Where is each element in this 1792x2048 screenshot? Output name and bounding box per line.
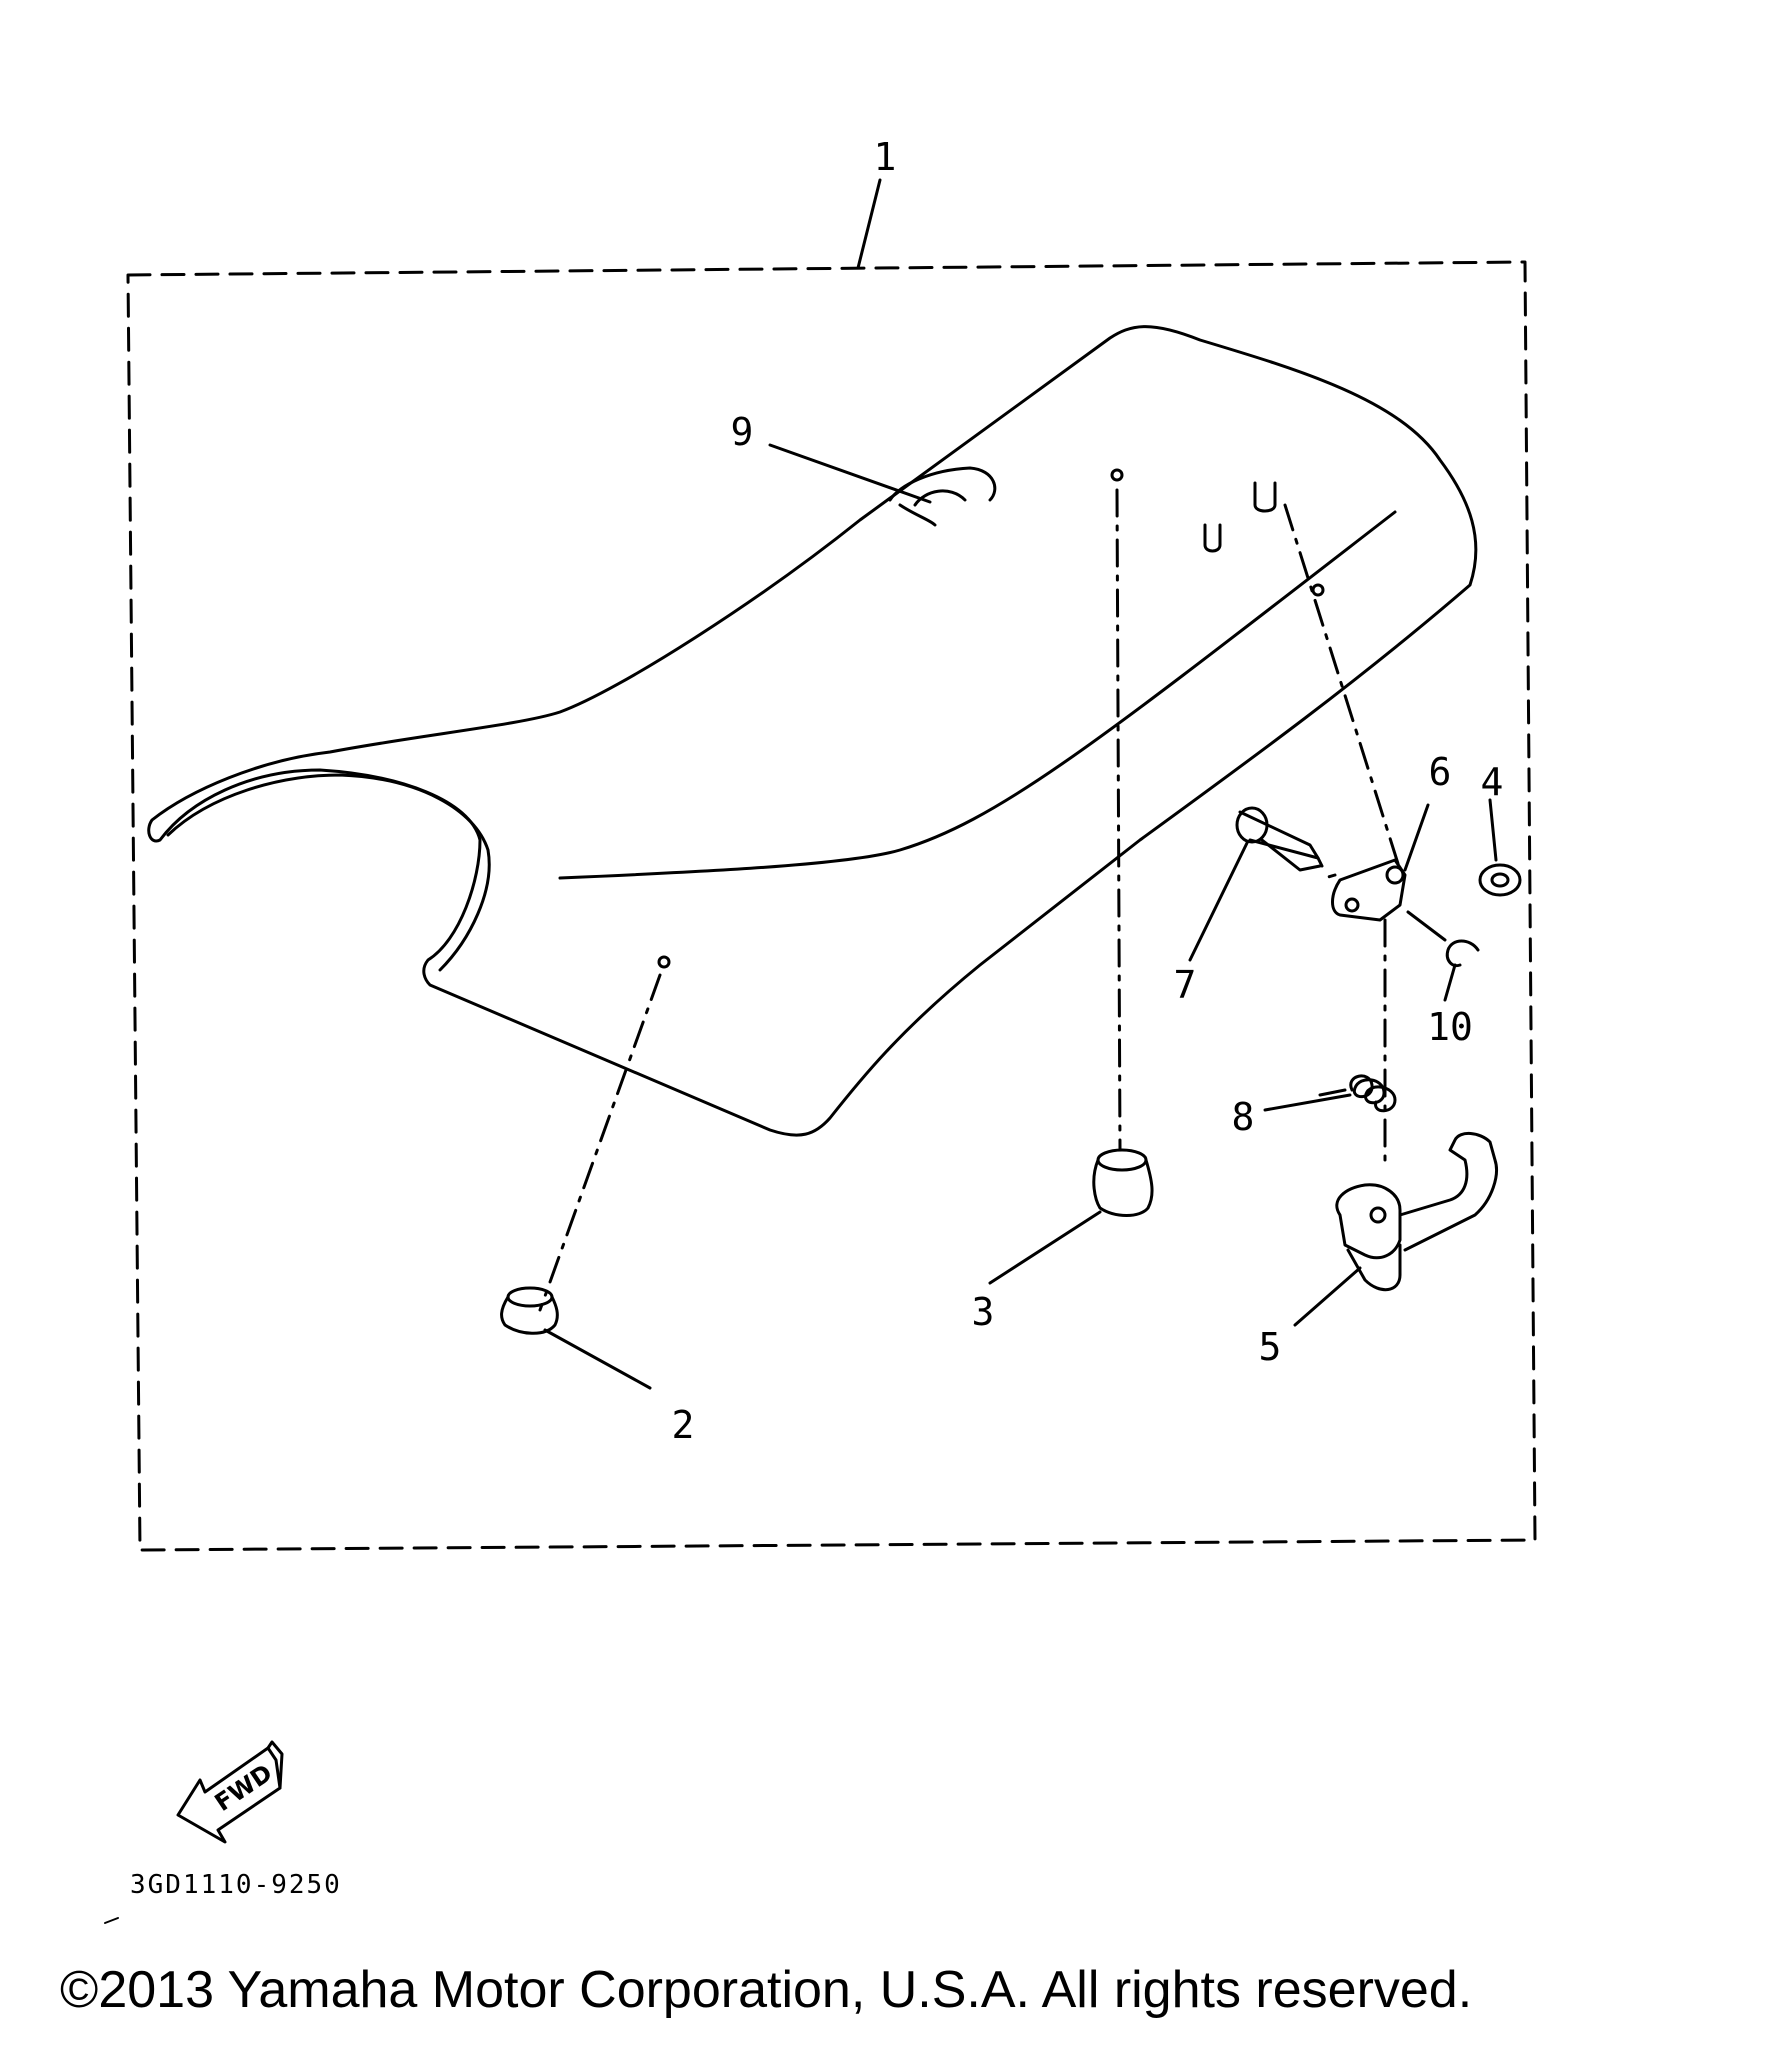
part-code: 3GD1110-9250 [130, 1870, 342, 1900]
bracket-part-6 [1323, 858, 1407, 922]
damper-part-2 [500, 1286, 559, 1335]
callout-1: 1 [874, 135, 897, 179]
leader-dashed-2 [538, 973, 662, 1312]
seat-body [147, 325, 1478, 1137]
grommet-part-4 [1478, 863, 1522, 897]
stopper-part-3 [1092, 1148, 1154, 1217]
pin-part-7 [1235, 806, 1324, 872]
scan-mark [104, 1917, 119, 1924]
callout-5: 5 [1259, 1325, 1282, 1369]
clip-part-10 [1445, 939, 1480, 968]
leader-line-10-link [1406, 910, 1447, 942]
callout-10: 10 [1427, 1005, 1473, 1049]
leader-dashed-6 [1283, 503, 1402, 872]
leader-line-7 [1188, 841, 1249, 962]
fwd-label: FWD [210, 1759, 278, 1817]
callout-8: 8 [1232, 1095, 1255, 1139]
lever-part-5 [1335, 1132, 1498, 1291]
assembly-frame [126, 260, 1537, 1552]
callout-2: 2 [672, 1403, 695, 1447]
callout-9: 9 [731, 410, 754, 454]
callout-4: 4 [1481, 760, 1504, 804]
fwd-arrow-icon [176, 1740, 284, 1844]
leader-dashed-3 [1115, 488, 1122, 1152]
leader-line-4 [1488, 798, 1498, 862]
callout-7: 7 [1174, 963, 1197, 1007]
leader-line-5 [1293, 1266, 1362, 1327]
leader-line-6 [1403, 803, 1430, 872]
callout-6: 6 [1429, 750, 1452, 794]
leader-line-8 [1263, 1093, 1352, 1112]
callout-3: 3 [972, 1290, 995, 1334]
leader-line-10 [1443, 963, 1457, 1002]
leader-line-1 [856, 178, 882, 270]
leader-line-3 [988, 1210, 1102, 1285]
spring-part-8 [1318, 1074, 1397, 1113]
leader-line-9 [768, 443, 932, 504]
copyright-notice: ©2013 Yamaha Motor Corporation, U.S.A. A… [60, 1961, 1473, 2019]
leader-line-2 [543, 1328, 652, 1390]
